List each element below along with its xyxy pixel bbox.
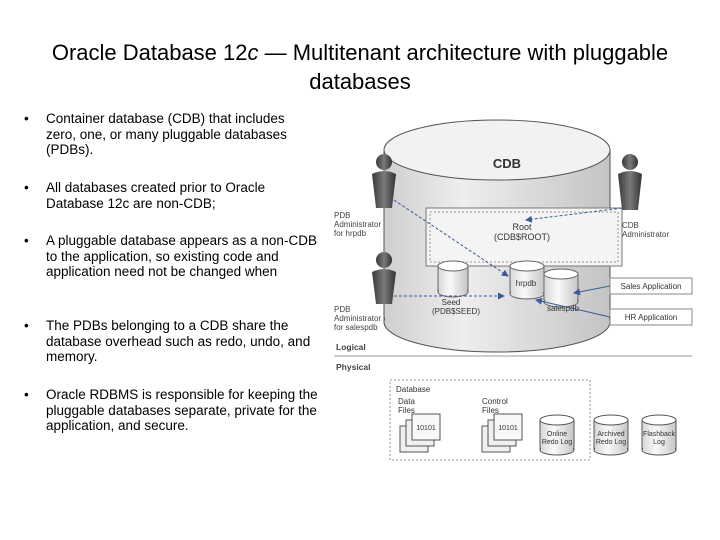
root-container: [425, 207, 623, 267]
flashback-log-icon: [641, 414, 677, 456]
root-label: Root: [512, 222, 532, 232]
bullet-item: • Container database (CDB) that includes…: [18, 111, 318, 158]
bullet-item: • The PDBs belonging to a CDB share the …: [18, 318, 318, 365]
pdb-admin-sales-line1: PDB: [334, 305, 350, 314]
cdb-admin-person-icon: [618, 154, 642, 210]
pdb-admin-sales-line2: Administrator: [334, 314, 381, 323]
root-sublabel: (CDB$ROOT): [494, 232, 550, 242]
control-files-line1: Control: [482, 397, 508, 406]
pdb-admin-sales-line3: for salespdb: [334, 323, 378, 332]
slide-title: Oracle Database 12c — Multitenant archit…: [40, 38, 680, 96]
salespdb-cylinder: [543, 268, 579, 308]
pdb-admin-sales-person-icon: [372, 252, 396, 304]
bullet-text: A pluggable database appears as a non-CD…: [46, 233, 317, 279]
bullet-item: • All databases created prior to Oracle …: [18, 180, 318, 211]
seed-label: Seed: [442, 298, 461, 307]
multitenant-diagram: CDB Root (CDB$ROOT) Seed (PDB$SEED) hrpd…: [334, 119, 693, 461]
physical-label: Physical: [336, 362, 371, 372]
cdb-admin-line1: CDB: [622, 221, 639, 230]
online-redo-log-icon: [539, 414, 575, 456]
online-redo-line1: Online: [547, 431, 567, 438]
bullet-text: The PDBs belonging to a CDB share the da…: [46, 318, 311, 364]
flashback-line1: Flashback: [643, 431, 675, 438]
hrpdb-cylinder: [509, 260, 545, 300]
archived-redo-line2: Redo Log: [596, 439, 626, 446]
data-files-line2: Files: [398, 406, 415, 415]
pdb-admin-hr-person-icon: [372, 154, 396, 208]
bullet-item: • A pluggable database appears as a non-…: [18, 233, 318, 280]
logical-label: Logical: [336, 342, 366, 352]
bullet-text: Oracle RDBMS is responsible for keeping …: [46, 387, 318, 433]
control-files-icon: [481, 413, 523, 453]
salespdb-label: salespdb: [547, 304, 580, 313]
hr-application-label: HR Application: [625, 313, 677, 322]
control-files-line2: Files: [482, 406, 499, 415]
cdb-admin-line2: Administrator: [622, 230, 669, 239]
pdb-admin-hr-line3: for hrpdb: [334, 229, 367, 238]
seed-pdb-cylinder: [437, 260, 469, 298]
title-suffix: — Multitenant architecture with pluggabl…: [258, 40, 669, 94]
database-label: Database: [396, 385, 431, 394]
bullet-text: Container database (CDB) that includes z…: [46, 111, 287, 157]
bullet-marker: •: [24, 111, 29, 126]
bullet-marker: •: [24, 180, 29, 195]
title-prefix: Oracle Database 12: [51, 40, 248, 65]
archived-redo-log-icon: [593, 414, 629, 456]
bullet-item: • Oracle RDBMS is responsible for keepin…: [18, 387, 318, 434]
data-files-icon: [399, 413, 441, 453]
flashback-line2: Log: [653, 439, 665, 446]
online-redo-line2: Redo Log: [542, 439, 572, 446]
pdb-admin-hr-line2: Administrator: [334, 220, 381, 229]
hrpdb-label: hrpdb: [516, 279, 537, 288]
connector-arrows: [393, 199, 623, 318]
bullet-marker: •: [24, 318, 29, 333]
archived-redo-line1: Archived: [597, 431, 624, 438]
bullet-text: All databases created prior to Oracle Da…: [46, 180, 266, 211]
pdb-admin-hr-line1: PDB: [334, 211, 350, 220]
cdb-label: CDB: [493, 156, 521, 171]
seed-sublabel: (PDB$SEED): [432, 307, 480, 316]
data-files-line1: Data: [398, 397, 415, 406]
title-italic-c: c: [247, 40, 259, 65]
bullet-marker: •: [24, 233, 29, 248]
sales-application-label: Sales Application: [621, 282, 682, 291]
control-files-binary: 10101: [498, 425, 518, 432]
bullet-marker: •: [24, 387, 29, 402]
data-files-binary: 10101: [416, 425, 436, 432]
